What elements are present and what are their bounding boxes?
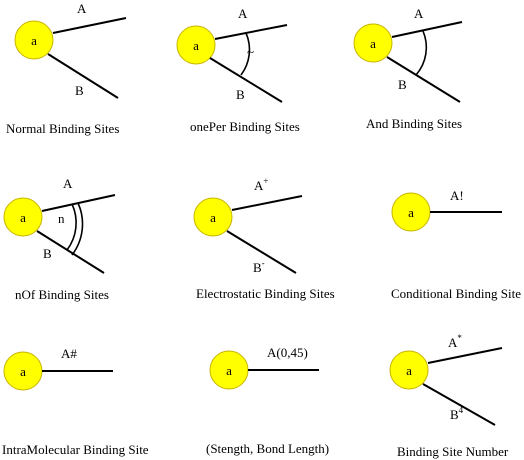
arc-symbol: n [58,211,65,226]
caption: Binding Site Number [397,444,509,459]
panel-number: a A* B4 Binding Site Number [389,333,509,459]
site-label-a: A! [450,188,464,203]
caption: nOf Binding Sites [15,287,109,302]
agent-label: a [226,363,232,378]
caption: (Stength, Bond Length) [206,441,329,456]
panel-nof: a n A B nOf Binding Sites [3,176,116,302]
site-line-b [386,56,461,103]
panel-strength: a A(0,45) (Stength, Bond Length) [206,345,329,456]
site-label-a: A* [448,333,462,350]
caption: Electrostatic Binding Sites [196,286,335,301]
site-label-b: B [398,77,407,92]
agent-circle [14,20,54,60]
panel-electrostatic: a A+ B- Electrostatic Binding Sites [193,176,335,301]
site-label-b: B [43,246,52,261]
arc-symbol: ~ [247,44,254,59]
agent-label: a [408,205,414,220]
agent-label: a [370,36,376,51]
agent-label: a [20,210,26,225]
oneper-arc [240,32,251,76]
agent-label: a [20,364,26,379]
panel-oneper: a ~ A B onePer Binding Sites [176,6,300,134]
panel-and: a A B And Binding Sites [353,6,463,131]
site-line-b [422,383,496,426]
site-label-a: A# [61,346,77,361]
site-label-a: A [63,176,73,191]
nof-arc-inner [66,203,77,251]
site-label-a: A [238,6,248,21]
site-line-b [47,53,119,99]
site-label-a: A [414,6,424,21]
caption: IntraMolecular Binding Site [2,442,149,457]
caption: Normal Binding Sites [6,121,119,136]
site-line-b [209,57,283,103]
agent-label: a [210,210,216,225]
site-line-a [52,17,127,34]
nof-arc-outer [71,202,84,256]
site-label-b: B4 [450,405,464,422]
agent-label: a [193,38,199,53]
caption: And Binding Sites [366,116,462,131]
site-label-b: B- [253,258,265,275]
agent-label: a [406,363,412,378]
caption: Conditional Binding Site [391,286,521,301]
site-label-a: A [77,1,87,16]
agent-circle [176,25,216,65]
site-label-b: B [75,83,84,98]
agent-circle [353,23,393,63]
site-line-b [36,230,105,274]
site-line-a [214,24,288,40]
agent-circle [3,197,43,237]
site-line-b [226,230,297,274]
site-line-a [427,347,503,364]
agent-label: a [31,33,37,48]
site-label-b: B [236,87,245,102]
panel-normal: a A B Normal Binding Sites [6,1,127,136]
site-label-a: A(0,45) [267,345,308,360]
panel-conditional: a A! Conditional Binding Site [391,188,521,301]
panel-intramolecular: a A# IntraMolecular Binding Site [2,346,149,457]
site-line-a [231,195,303,211]
agent-circle [389,350,429,390]
and-arc [415,30,428,76]
site-label-a: A+ [254,176,268,193]
caption: onePer Binding Sites [190,119,300,134]
agent-circle [193,197,233,237]
site-line-a [391,21,463,38]
